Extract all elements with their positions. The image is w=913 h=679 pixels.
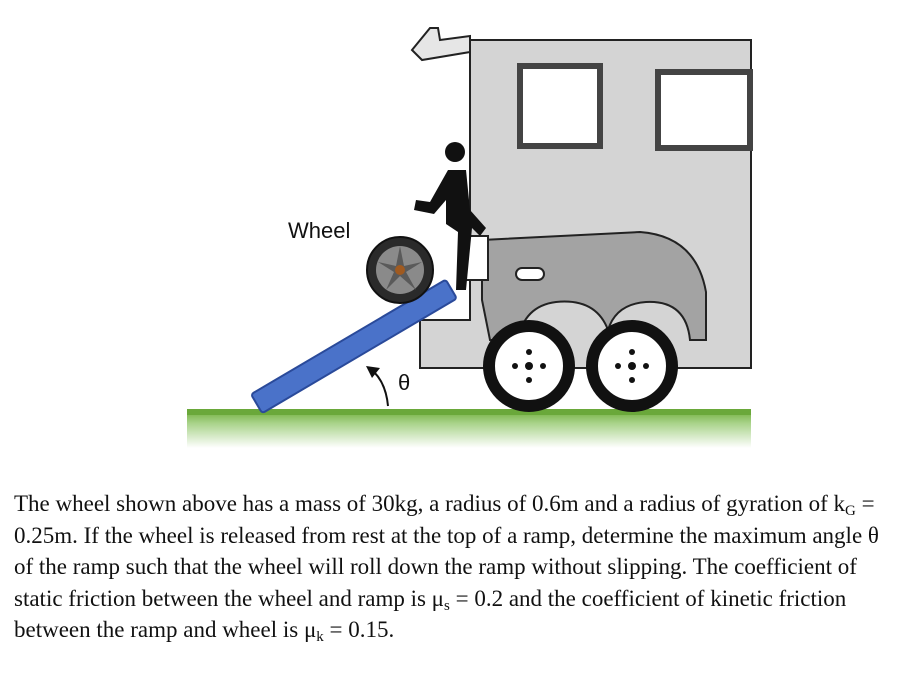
problem-statement: The wheel shown above has a mass of 30kg… bbox=[14, 488, 899, 646]
person-head bbox=[445, 142, 465, 162]
wheel-label: Wheel bbox=[288, 218, 350, 243]
problem-text-2: = 0.25m. If the wheel is released from r… bbox=[14, 491, 879, 611]
angle-arrowhead bbox=[366, 366, 380, 378]
angle-indicator bbox=[366, 366, 389, 407]
person-body bbox=[414, 170, 486, 290]
ground-grass bbox=[187, 410, 751, 448]
trailer-window-left bbox=[517, 63, 603, 149]
ramp bbox=[251, 279, 457, 414]
trailer-wheel-rear bbox=[586, 320, 678, 412]
angle-label: θ bbox=[398, 370, 410, 395]
trailer-marker-light bbox=[515, 267, 545, 281]
problem-text-3: = 0.2 and the coefficient of kinetic fri… bbox=[14, 585, 847, 643]
muk-subscript: k bbox=[316, 629, 324, 645]
kg-subscript: G bbox=[845, 503, 856, 519]
ground-line bbox=[187, 409, 751, 415]
trailer-fender bbox=[481, 230, 707, 341]
trailer-wheel-front bbox=[483, 320, 575, 412]
angle-arc bbox=[373, 371, 389, 407]
mus-subscript: s bbox=[444, 597, 450, 614]
trailer-roof-spoiler bbox=[410, 27, 471, 62]
trailer-window-right bbox=[655, 69, 753, 151]
trailer-ramp-diagram: Wheel θ bbox=[187, 27, 753, 448]
wheel bbox=[366, 236, 434, 304]
problem-text-4: = 0.15. bbox=[323, 617, 395, 642]
problem-text-1: The wheel shown above has a mass of 30kg… bbox=[14, 491, 845, 516]
person-figure bbox=[414, 142, 486, 290]
horse-trailer bbox=[410, 27, 753, 412]
